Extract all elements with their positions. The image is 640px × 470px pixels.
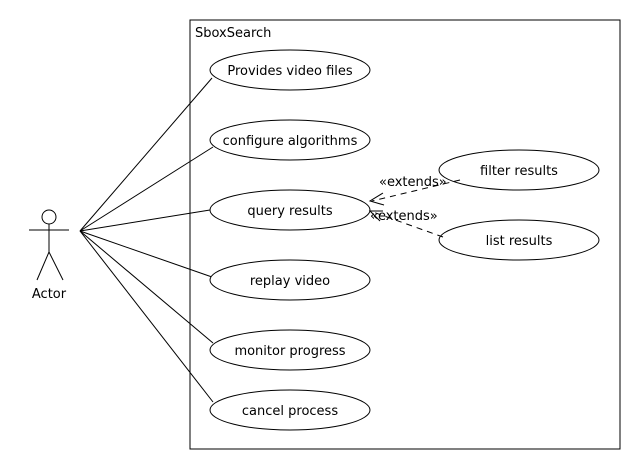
association-line <box>79 77 213 232</box>
use-case-label: configure algorithms <box>223 134 358 149</box>
use-case-list-results: list results <box>438 219 600 261</box>
association-line <box>79 230 214 403</box>
use-case-label: filter results <box>480 164 558 179</box>
extends-arrowhead <box>368 210 383 222</box>
actor-head <box>41 209 57 225</box>
use-case-provides-video-files: Provides video files <box>209 49 371 91</box>
use-case-ellipse <box>209 119 371 161</box>
actor-right-leg <box>48 251 64 281</box>
system-title: SboxSearch <box>195 26 271 41</box>
use-case-query-results: query results <box>209 189 371 231</box>
use-case-label: list results <box>486 234 553 249</box>
association-line <box>79 230 214 344</box>
use-case-ellipse <box>438 219 600 261</box>
extends-relation-filter: «extends» <box>368 175 461 206</box>
association-line <box>79 209 211 232</box>
use-case-ellipse <box>209 189 371 231</box>
use-case-label: monitor progress <box>234 344 345 359</box>
use-case-configure-algorithms: configure algorithms <box>209 119 371 161</box>
use-case-label: query results <box>247 204 332 219</box>
use-case-ellipse <box>209 49 371 91</box>
extends-relation-list: «extends» <box>368 209 444 238</box>
association-line <box>79 230 213 278</box>
association-line <box>79 146 214 232</box>
associations <box>79 77 214 403</box>
use-case-ellipse <box>209 259 371 301</box>
use-case-filter-results: filter results <box>438 149 600 191</box>
use-case-label: Provides video files <box>227 64 353 79</box>
extends-arrowhead <box>368 192 385 206</box>
use-case-cancel-process: cancel process <box>209 389 371 431</box>
use-case-monitor-progress: monitor progress <box>209 329 371 371</box>
actor-left-leg <box>36 251 50 281</box>
use-case-replay-video: replay video <box>209 259 371 301</box>
extends-label: «extends» <box>370 209 438 224</box>
use-case-label: replay video <box>250 274 330 289</box>
actor-figure <box>29 209 69 281</box>
extends-dashed-line <box>371 179 461 202</box>
actor-label: Actor <box>32 287 67 302</box>
use-case-label: cancel process <box>242 404 338 419</box>
extends-label: «extends» <box>379 175 447 190</box>
use-case-ellipse <box>438 149 600 191</box>
use-case-ellipse <box>209 389 371 431</box>
use-case-ellipse <box>209 329 371 371</box>
extends-dashed-line <box>372 211 444 238</box>
